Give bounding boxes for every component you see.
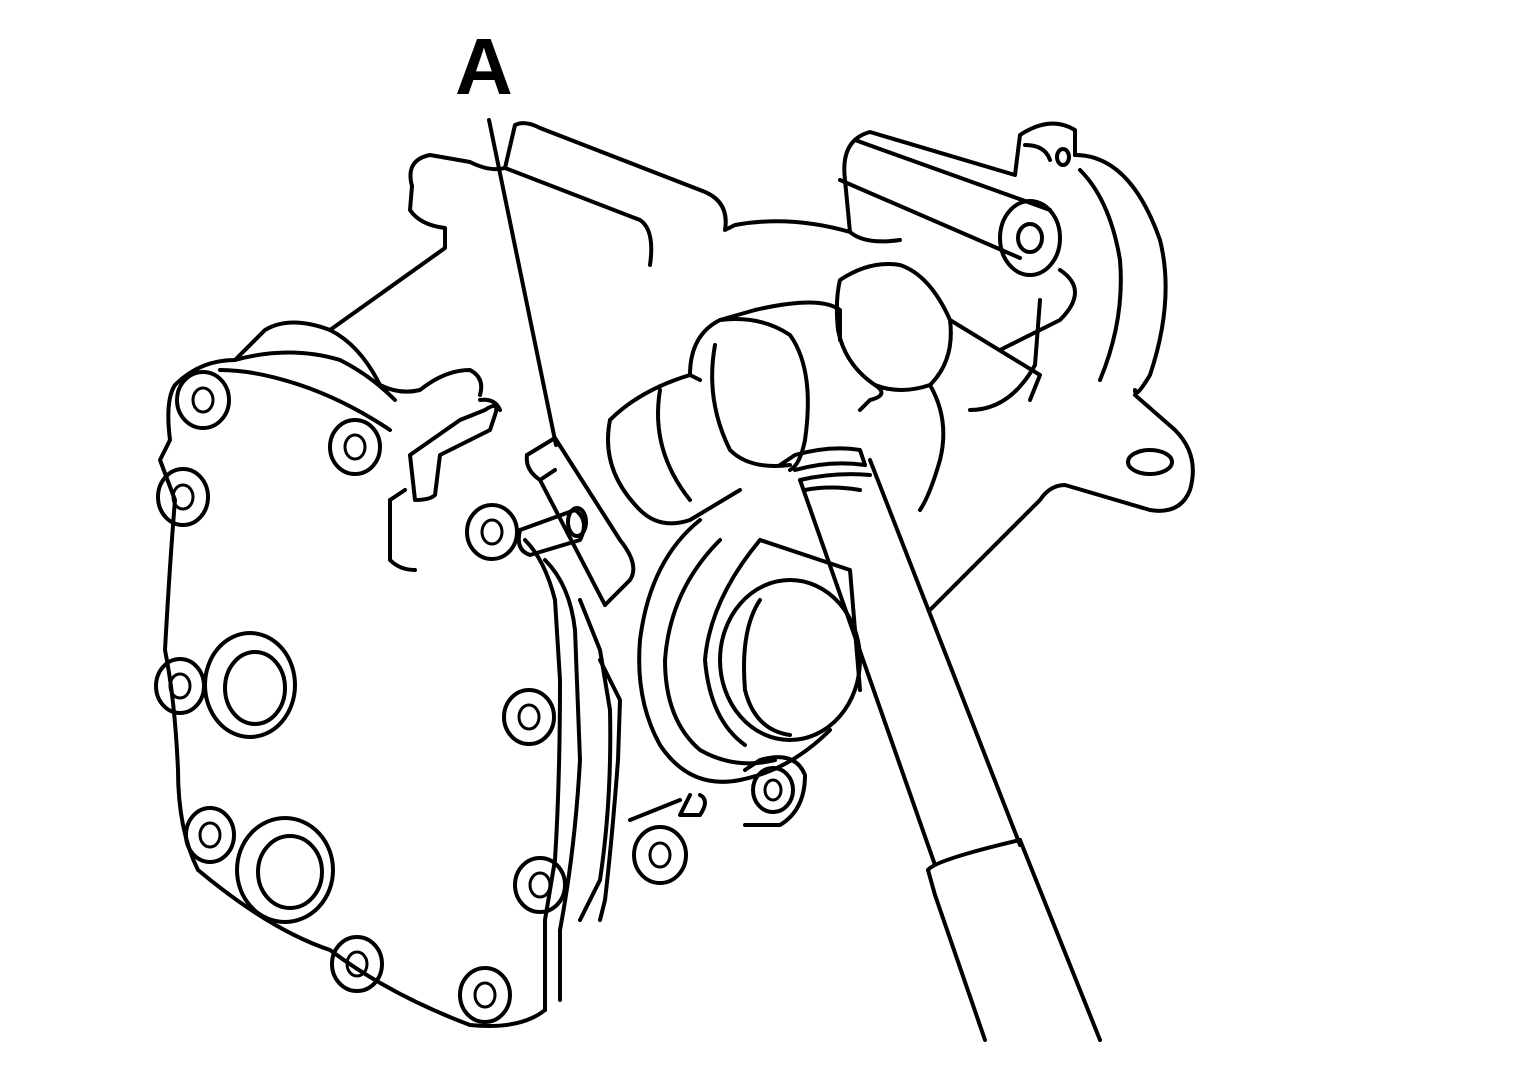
socket-tool-head: [688, 262, 1042, 512]
bolt-4: [465, 503, 519, 561]
left-cover-plate: [158, 320, 547, 1028]
bolt-9: [330, 935, 384, 993]
bolt-10: [458, 966, 512, 1024]
bolt-3: [156, 467, 210, 527]
bolt-1: [175, 370, 231, 430]
bolt-11: [632, 825, 688, 885]
bolt-8: [513, 856, 567, 914]
bolt-7: [184, 806, 236, 864]
bolt-5: [154, 657, 206, 715]
gasket-flange: [523, 538, 622, 1012]
shift-bracket: [516, 436, 636, 607]
callout-label-a: A: [455, 22, 513, 111]
upper-boss: [838, 138, 1062, 277]
cover-bolts: [154, 370, 795, 1024]
cover-plugs: [203, 631, 335, 924]
housing-upper-body: [328, 121, 1195, 612]
bolt-6: [502, 688, 556, 746]
bolt-2: [328, 418, 382, 476]
torque-wrench: [778, 446, 1102, 1042]
breather-tube: [388, 397, 502, 572]
output-seal: [606, 373, 862, 827]
callout-leader-line: [487, 118, 558, 447]
